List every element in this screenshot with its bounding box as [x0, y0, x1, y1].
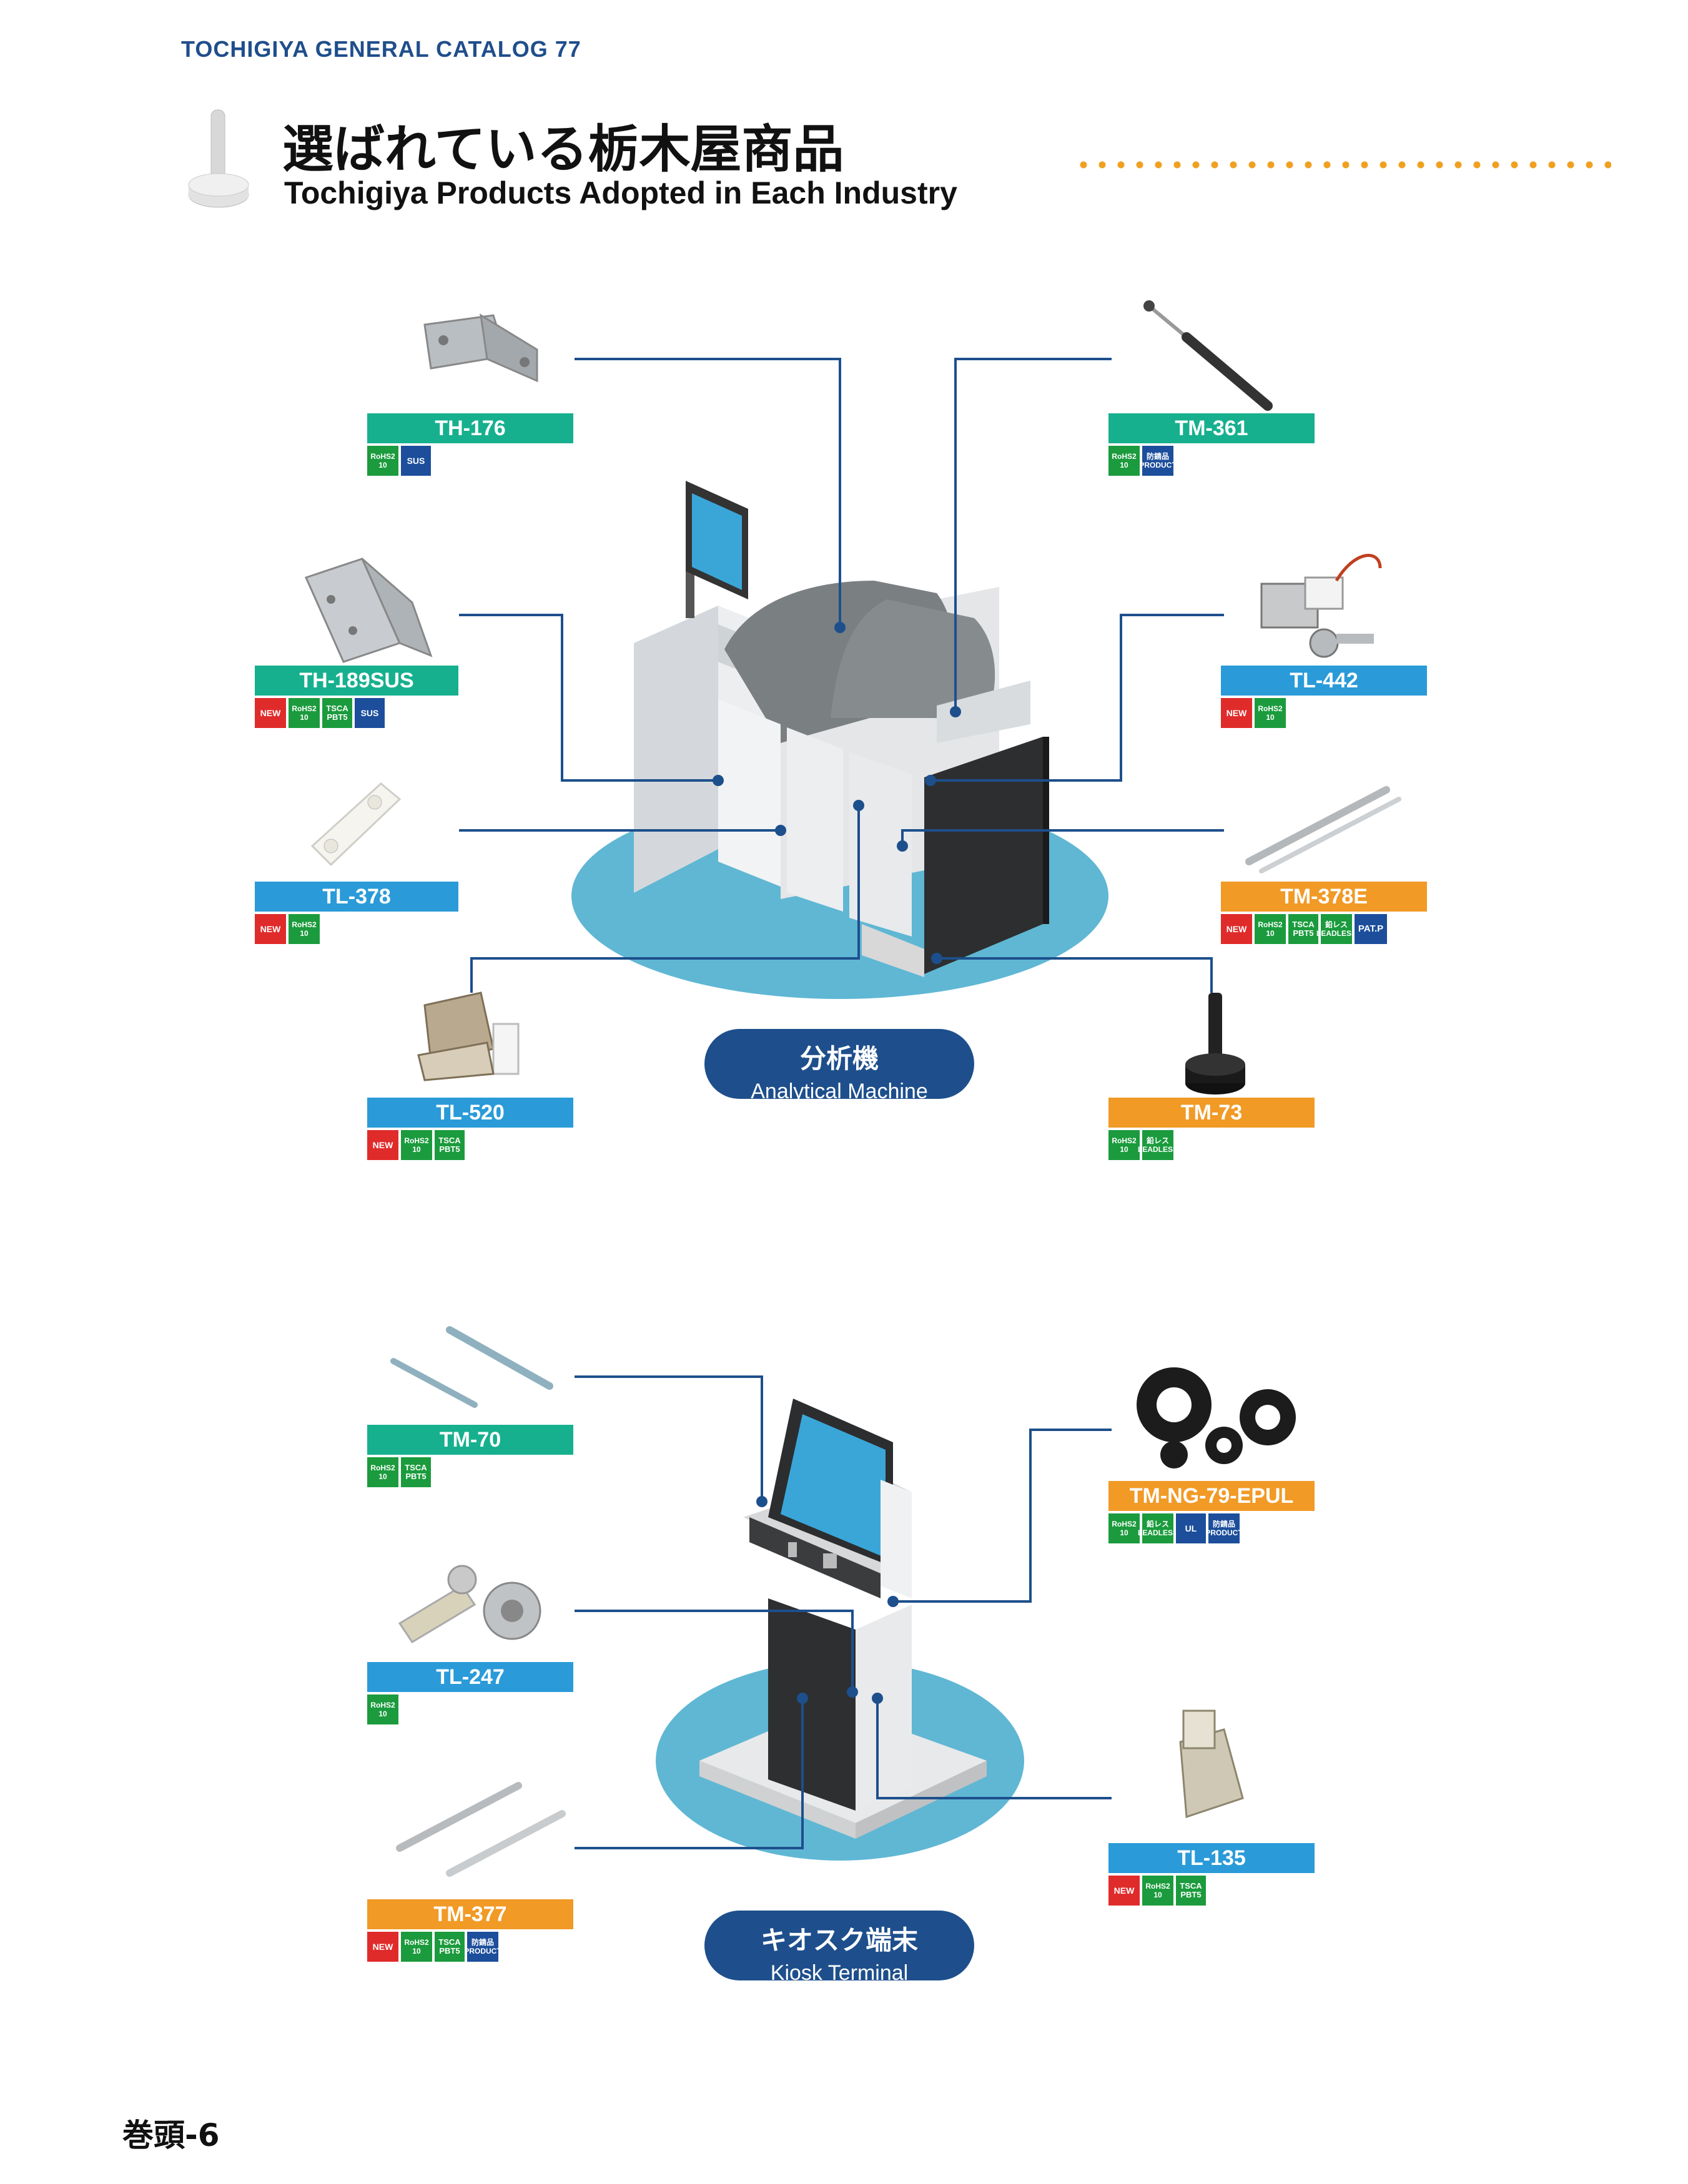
tm-73-leveling-foot-image [1185, 993, 1245, 1094]
badges-tl-520: NEW RoHS2 10 TSCA PBT5 [367, 1130, 465, 1160]
tm-378e-slide-rail-image [1245, 786, 1401, 873]
product-label-th-176[interactable]: TH-176 [367, 413, 573, 443]
badges-th-189sus: NEW RoHS2 10 TSCA PBT5 SUS [255, 698, 385, 728]
rohs-badge: RoHS2 10 [367, 1695, 398, 1724]
leadless-badge: 鉛レス LEADLESS [1138, 1513, 1178, 1543]
analytical-machine-name-jp: 分析機 [799, 1043, 879, 1074]
kiosk-leader-dots [756, 1496, 899, 1704]
kiosk-terminal-name-jp: キオスク端末 [760, 1925, 918, 1955]
tm-70-handle-image [390, 1326, 553, 1408]
tl-520-latch-image [417, 991, 520, 1081]
product-label-tm-73[interactable]: TM-73 [1108, 1098, 1315, 1128]
rohs-badge: RoHS2 10 [289, 914, 320, 944]
rohs-badge: RoHS2 10 [401, 1130, 432, 1160]
tl-442-solenoid-lock-image [1260, 554, 1382, 658]
th-189sus-hinge-image [304, 558, 433, 663]
tl-247-cam-lock-image [398, 1565, 541, 1644]
page-title-en: Tochigiya Products Adopted in Each Indus… [284, 175, 957, 210]
product-label-tl-378[interactable]: TL-378 [255, 882, 458, 912]
product-label-tm-361[interactable]: TM-361 [1108, 413, 1315, 443]
product-label-tl-135[interactable]: TL-135 [1108, 1843, 1315, 1873]
tm-377-slide-rail-image [396, 1782, 566, 1877]
leadless-badge: 鉛レス LEADLESS [1316, 914, 1356, 944]
rohs-badge: RoHS2 10 [1142, 1876, 1173, 1906]
rohs-badge: RoHS2 10 [1108, 1513, 1140, 1543]
tsca-badge: TSCA PBT5 [1288, 914, 1318, 944]
tl-135-latch-image [1179, 1709, 1244, 1819]
analytical-machine-pill: 分析機 Analytical Machine [704, 1029, 974, 1103]
new-badge: NEW [255, 698, 286, 728]
badges-tm-361: RoHS2 10 防錆品 PRODUCT [1108, 446, 1177, 476]
new-badge: NEW [367, 1932, 398, 1962]
product-label-tl-520[interactable]: TL-520 [367, 1098, 573, 1128]
tm-361-gas-spring-image [1143, 300, 1273, 411]
rust-proof-badge: 防錆品 PRODUCT [464, 1932, 501, 1962]
kiosk-leader-lines [575, 1375, 1112, 1849]
badges-tl-442: NEW RoHS2 10 [1221, 698, 1286, 728]
badges-tm-ng-79-epul: RoHS2 10 鉛レス LEADLESS UL 防錆品 PRODUCT [1108, 1513, 1243, 1543]
rust-proof-badge: 防錆品 PRODUCT [1205, 1513, 1243, 1543]
badges-tl-247: RoHS2 10 [367, 1695, 398, 1724]
ul-badge: UL [1176, 1513, 1206, 1543]
tsca-badge: TSCA PBT5 [435, 1932, 465, 1962]
rust-proof-badge: 防錆品 PRODUCT [1139, 446, 1177, 476]
rohs-badge: RoHS2 10 [1108, 1130, 1140, 1160]
patent-pending-badge: PAT.P [1355, 914, 1387, 944]
tsca-badge: TSCA PBT5 [322, 698, 352, 728]
leadless-badge: 鉛レス LEADLESS [1138, 1130, 1178, 1160]
product-label-tm-ng-79-epul[interactable]: TM-NG-79-EPUL [1108, 1481, 1315, 1511]
badges-th-176: RoHS2 10 SUS [367, 446, 431, 476]
badges-tl-135: NEW RoHS2 10 TSCA PBT5 [1108, 1876, 1206, 1906]
product-label-tm-70[interactable]: TM-70 [367, 1425, 573, 1455]
page-number: 巻頭-6 [122, 2117, 220, 2153]
kiosk-terminal-pill: キオスク端末 Kiosk Terminal [704, 1911, 974, 1985]
sus-badge: SUS [401, 446, 431, 476]
rohs-badge: RoHS2 10 [1255, 698, 1286, 728]
kiosk-terminal-name-en: Kiosk Terminal [770, 1961, 909, 1985]
new-badge: NEW [1221, 698, 1252, 728]
badges-tm-73: RoHS2 10 鉛レス LEADLESS [1108, 1130, 1178, 1160]
product-label-tm-378e[interactable]: TM-378E [1221, 882, 1427, 912]
tl-378-catch-image [310, 782, 402, 867]
rohs-badge: RoHS2 10 [1108, 446, 1140, 476]
rohs-badge: RoHS2 10 [367, 446, 398, 476]
dotted-rule [1074, 160, 1611, 170]
badges-tl-378: NEW RoHS2 10 [255, 914, 320, 944]
new-badge: NEW [255, 914, 286, 944]
kiosk-terminal-illustration [656, 1399, 1024, 1861]
rohs-badge: RoHS2 10 [289, 698, 320, 728]
tsca-badge: TSCA PBT5 [401, 1457, 431, 1487]
rohs-badge: RoHS2 10 [1255, 914, 1286, 944]
product-label-tl-442[interactable]: TL-442 [1221, 666, 1427, 696]
product-label-th-189sus[interactable]: TH-189SUS [255, 666, 458, 696]
badges-tm-378e: NEW RoHS2 10 TSCA PBT5 鉛レス LEADLESS PAT.… [1221, 914, 1387, 944]
tsca-badge: TSCA PBT5 [1176, 1876, 1206, 1906]
product-label-tm-377[interactable]: TM-377 [367, 1899, 573, 1929]
analytical-leader-dots [713, 622, 961, 964]
page-title-jp: 選ばれている栃木屋商品 [282, 120, 844, 179]
new-badge: NEW [367, 1130, 398, 1160]
rohs-badge: RoHS2 10 [367, 1457, 398, 1487]
tm-ng-79-epul-grommet-image [1137, 1367, 1296, 1468]
product-label-tl-247[interactable]: TL-247 [367, 1662, 573, 1692]
catalog-name: TOCHIGIYA GENERAL CATALOG 77 [181, 36, 581, 62]
new-badge: NEW [1221, 914, 1252, 944]
sus-badge: SUS [355, 698, 385, 728]
th-176-hinge-image [423, 313, 538, 383]
analytical-machine-illustration [571, 481, 1108, 999]
analytical-machine-name-en: Analytical Machine [751, 1080, 928, 1103]
leveling-foot-icon [188, 109, 249, 208]
new-badge: NEW [1108, 1876, 1140, 1906]
badges-tm-377: NEW RoHS2 10 TSCA PBT5 防錆品 PRODUCT [367, 1932, 501, 1962]
rohs-badge: RoHS2 10 [401, 1932, 432, 1962]
tsca-badge: TSCA PBT5 [435, 1130, 465, 1160]
badges-tm-70: RoHS2 10 TSCA PBT5 [367, 1457, 431, 1487]
